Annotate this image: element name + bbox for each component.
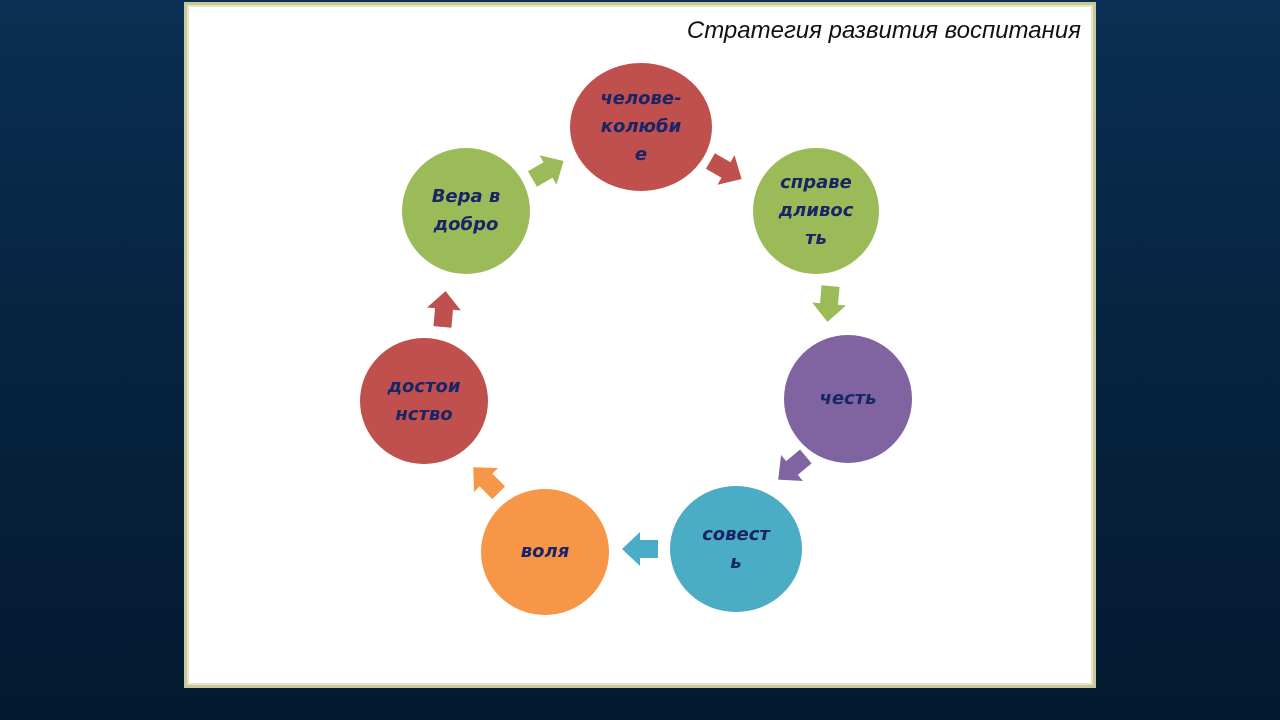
arrow-right-icon — [699, 143, 754, 198]
node-chest: честь — [784, 335, 912, 463]
arrow-up-left-icon — [458, 452, 515, 509]
node-label: воля — [520, 541, 570, 562]
node-volya: воля — [481, 489, 609, 615]
node-spravedlivost: справе дливос ть — [753, 148, 879, 274]
arrow-down-icon — [807, 282, 850, 325]
arrow-down-left-icon — [764, 440, 820, 496]
arrow-up-icon — [422, 287, 465, 330]
node-label: челове- колюби е — [600, 88, 682, 165]
node-label: Вера в добро — [431, 186, 501, 235]
node-chelovekolubie: челове- колюби е — [570, 63, 712, 191]
slide-title: Стратегия развития воспитания — [686, 17, 1081, 44]
node-dostoinstvo: достои нство — [360, 338, 488, 464]
arrow-left-icon — [620, 529, 660, 569]
arrow-up-right-icon — [521, 143, 576, 198]
node-sovest: совест ь — [670, 486, 802, 612]
node-label: достои нство — [387, 376, 461, 425]
node-vera: Вера в добро — [402, 148, 530, 274]
node-label: справе дливос ть — [778, 172, 854, 249]
slide: Стратегия развития воспитания челове- ко… — [184, 2, 1096, 688]
node-label: совест ь — [702, 524, 770, 573]
node-label: честь — [819, 388, 877, 409]
